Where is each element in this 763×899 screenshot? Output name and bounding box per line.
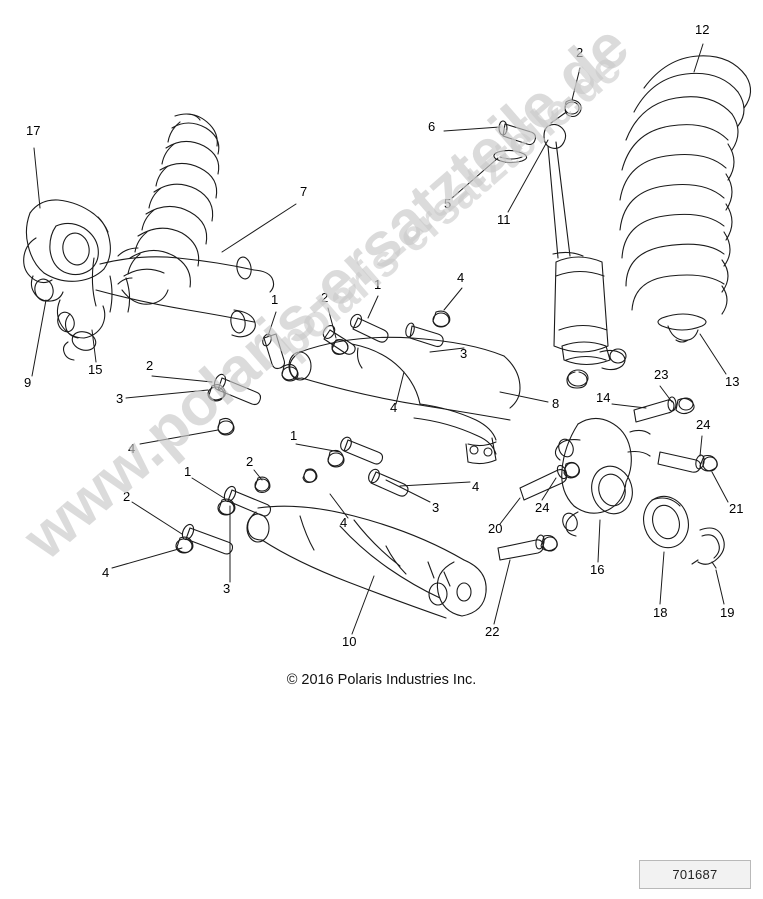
callout-4-e: 4	[340, 515, 348, 530]
callout-14: 14	[596, 390, 611, 405]
callout-8: 8	[552, 396, 560, 411]
callout-9: 9	[24, 375, 32, 390]
callout-1-d: 1	[184, 464, 192, 479]
callout-1-a: 1	[374, 277, 382, 292]
callout-2-e: 2	[123, 489, 131, 504]
callout-13: 13	[725, 374, 740, 389]
callout-7: 7	[300, 184, 308, 199]
callout-12: 12	[695, 22, 710, 37]
callout-4-b: 4	[128, 441, 136, 456]
callout-23: 23	[654, 367, 669, 382]
callout-2-c: 2	[146, 358, 154, 373]
callout-3-b: 3	[116, 391, 124, 406]
callout-4-c: 4	[390, 400, 398, 415]
callout-20: 20	[488, 521, 503, 536]
callout-15: 15	[88, 362, 103, 377]
callout-4-f: 4	[102, 565, 110, 580]
callout-2-d: 2	[246, 454, 254, 469]
callout-3-c: 3	[432, 500, 440, 515]
callout-17: 17	[26, 123, 41, 138]
callout-10: 10	[342, 634, 357, 649]
callout-24-lower: 24	[535, 500, 550, 515]
callout-19: 19	[720, 605, 735, 620]
callout-3-d: 3	[223, 581, 231, 596]
callout-1-b: 1	[271, 292, 279, 307]
callout-21: 21	[729, 501, 744, 516]
part-number-box: 701687	[639, 860, 751, 889]
callout-2-top: 2	[576, 45, 584, 60]
callout-6: 6	[428, 119, 436, 134]
callout-5: 5	[444, 196, 452, 211]
callout-4-d: 4	[472, 479, 480, 494]
part-number-text: 701687	[672, 867, 718, 882]
callout-3-a: 3	[460, 346, 468, 361]
callout-18: 18	[653, 605, 668, 620]
callout-2-b: 2	[321, 290, 329, 305]
copyright-notice: © 2016 Polaris Industries Inc.	[286, 672, 477, 688]
callout-1-c: 1	[290, 428, 298, 443]
callout-4-a: 4	[457, 270, 465, 285]
callout-22: 22	[485, 624, 500, 639]
callout-24-upper: 24	[696, 417, 711, 432]
callout-16: 16	[590, 562, 605, 577]
callout-11: 11	[497, 212, 511, 227]
